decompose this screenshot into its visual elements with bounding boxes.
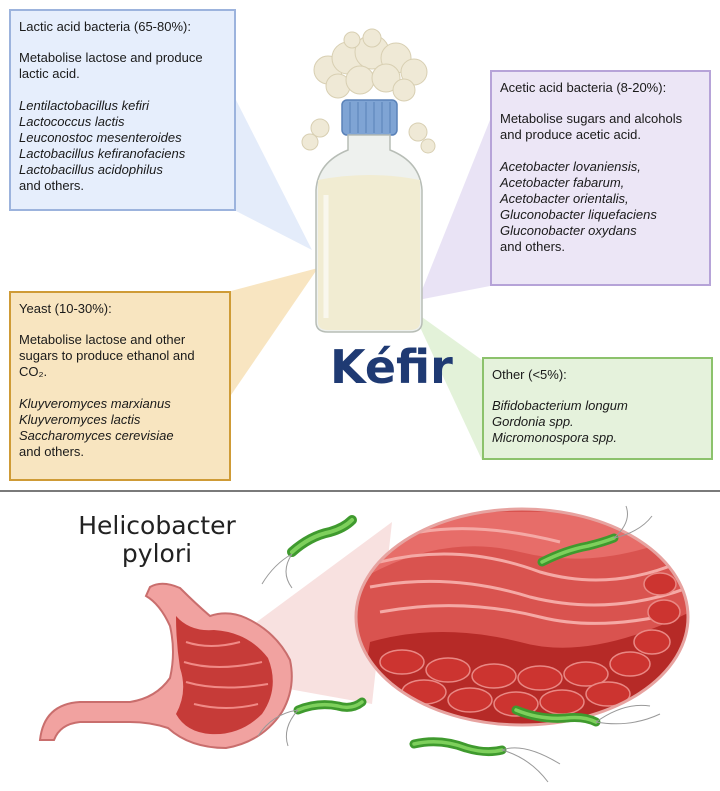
yeast-others: and others. bbox=[19, 444, 85, 459]
yeast-box: Yeast (10-30%): Metabolise lactose and o… bbox=[9, 291, 231, 481]
acetic-others: and others. bbox=[500, 239, 566, 254]
other-callout-wedge bbox=[412, 310, 482, 460]
stomach-icon bbox=[38, 582, 293, 750]
kefir-illustration bbox=[231, 28, 490, 460]
kefir-grains-icon bbox=[301, 28, 436, 154]
acetic-heading: Acetic acid bacteria (8-20%): bbox=[500, 80, 667, 95]
acetic-description: Metabolise sugars and alcohols and produ… bbox=[500, 111, 683, 142]
h-pylori-bacterium-icon bbox=[409, 737, 561, 783]
h-pylori-bacterium-icon bbox=[537, 505, 653, 567]
species-item: Kluyveromyces lactis bbox=[19, 412, 141, 427]
acetic-acid-bacteria-box: Acetic acid bacteria (8-20%): Metabolise… bbox=[490, 70, 711, 286]
panel-divider bbox=[0, 490, 720, 492]
species-item: Gluconobacter oxydans bbox=[500, 223, 637, 238]
other-heading: Other (<5%): bbox=[492, 367, 567, 382]
species-item: Leuconostoc mesenteroides bbox=[19, 130, 182, 145]
species-item: Kluyveromyces marxianus bbox=[19, 396, 171, 411]
species-item: Acetobacter lovaniensis, bbox=[500, 159, 641, 174]
kefir-bottle-icon bbox=[315, 99, 423, 333]
yeast-description: Metabolise lactose and other sugars to p… bbox=[19, 332, 195, 379]
species-item: Lentilactobacillus kefiri bbox=[19, 98, 150, 113]
species-item: Bifidobacterium longum bbox=[492, 398, 628, 413]
species-item: Acetobacter fabarum, bbox=[500, 175, 625, 190]
zoomed-mucosa bbox=[356, 509, 688, 725]
h-pylori-bacterium-icon bbox=[261, 515, 357, 589]
lactic-description: Metabolise lactose and produce lactic ac… bbox=[19, 50, 203, 81]
species-item: Micromonospora spp. bbox=[492, 430, 617, 445]
lactic-others: and others. bbox=[19, 178, 85, 193]
species-item: Lactococcus lactis bbox=[19, 114, 125, 129]
lactic-acid-bacteria-box: Lactic acid bacteria (65-80%): Metabolis… bbox=[9, 9, 236, 211]
lactic-callout-wedge bbox=[236, 100, 312, 250]
species-item: Lactobacillus acidophilus bbox=[19, 162, 163, 177]
lactic-heading: Lactic acid bacteria (65-80%): bbox=[19, 19, 191, 34]
species-item: Lactobacillus kefiranofaciens bbox=[19, 146, 186, 161]
other-microbes-box: Other (<5%): Bifidobacterium longum Gord… bbox=[482, 357, 713, 460]
h-pylori-bacterium-icon bbox=[257, 697, 367, 747]
yeast-callout-wedge bbox=[231, 268, 318, 395]
species-item: Gluconobacter liquefaciens bbox=[500, 207, 657, 222]
stomach-illustration bbox=[38, 505, 690, 783]
species-item: Saccharomyces cerevisiae bbox=[19, 428, 174, 443]
h-pylori-bacterium-icon bbox=[511, 704, 661, 727]
zoom-lens-border bbox=[354, 507, 690, 727]
acetic-callout-wedge bbox=[418, 120, 490, 300]
helicobacter-title: Helicobacter pylori bbox=[78, 511, 236, 568]
species-item: Acetobacter orientalis, bbox=[500, 191, 629, 206]
kefir-panel: Lactic acid bacteria (65-80%): Metabolis… bbox=[9, 9, 713, 481]
species-item: Gordonia spp. bbox=[492, 414, 574, 429]
yeast-heading: Yeast (10-30%): bbox=[19, 301, 112, 316]
kefir-title: Kéfir bbox=[330, 340, 453, 394]
helicobacter-panel bbox=[0, 492, 720, 791]
